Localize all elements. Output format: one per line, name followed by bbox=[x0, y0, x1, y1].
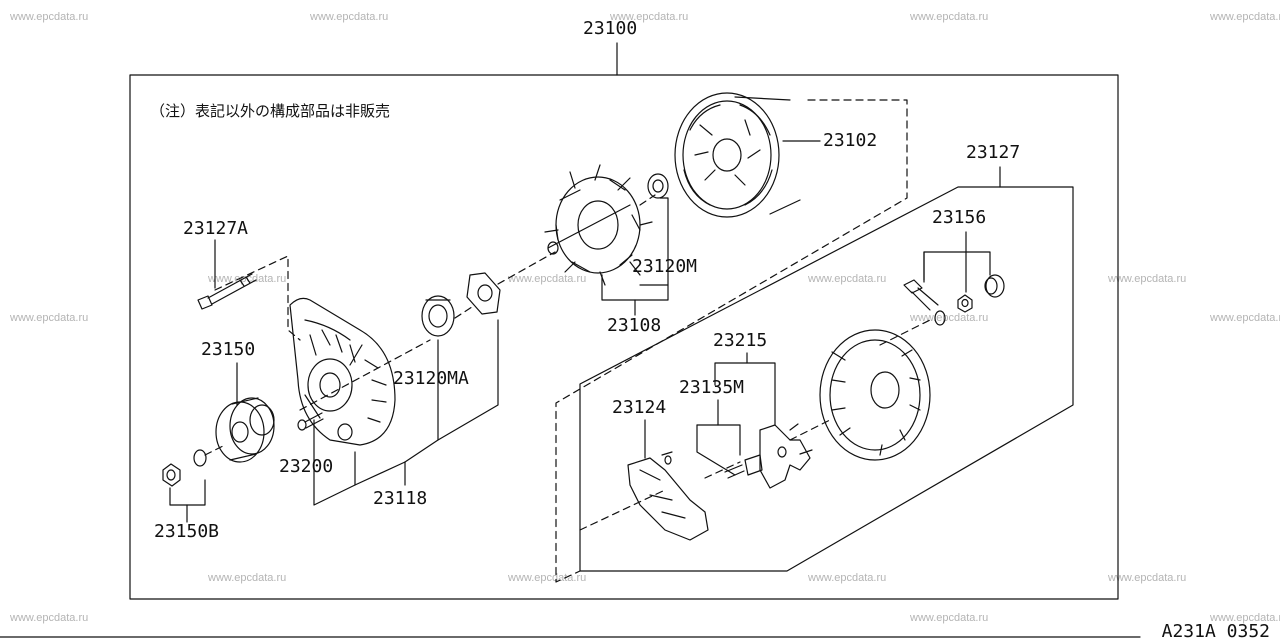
through-bolt bbox=[198, 274, 256, 309]
watermark: www.epcdata.ru bbox=[1108, 273, 1187, 285]
label-23118: 23118 bbox=[373, 488, 428, 509]
watermark: www.epcdata.ru bbox=[10, 312, 89, 324]
label-23120ma: 23120MA bbox=[393, 368, 469, 389]
watermark: www.epcdata.ru bbox=[1210, 612, 1280, 624]
watermark: www.epcdata.ru bbox=[10, 612, 89, 624]
regulator-kit-frame bbox=[580, 187, 1073, 571]
watermark: www.epcdata.ru bbox=[910, 11, 989, 23]
label-23108: 23108 bbox=[607, 315, 662, 336]
rotor-bearing bbox=[648, 174, 668, 198]
watermark: www.epcdata.ru bbox=[910, 312, 989, 324]
rear-cover bbox=[675, 93, 800, 217]
label-23135m: 23135M bbox=[679, 377, 745, 398]
label-23120m: 23120M bbox=[632, 256, 698, 277]
watermark: www.epcdata.ru bbox=[808, 273, 887, 285]
assembly-frame bbox=[130, 75, 1118, 599]
watermark: www.epcdata.ru bbox=[10, 11, 89, 23]
brush-holder bbox=[628, 452, 708, 540]
watermark: www.epcdata.ru bbox=[508, 273, 587, 285]
label-23156: 23156 bbox=[932, 207, 987, 228]
front-housing bbox=[290, 298, 395, 445]
dashed-guides bbox=[205, 100, 930, 582]
pulley bbox=[216, 398, 274, 462]
watermark: www.epcdata.ru bbox=[1108, 572, 1187, 584]
note-text: （注）表記以外の構成部品は非販売 bbox=[150, 102, 391, 120]
rear-housing bbox=[820, 330, 930, 460]
watermark: www.epcdata.ru bbox=[310, 11, 389, 23]
label-23127a: 23127A bbox=[183, 218, 249, 239]
rotor bbox=[545, 165, 652, 285]
watermark: www.epcdata.ru bbox=[208, 572, 287, 584]
screw bbox=[298, 413, 323, 430]
reference-code: A231A 0352 bbox=[1161, 621, 1270, 642]
watermark: www.epcdata.ru bbox=[910, 612, 989, 624]
watermark: www.epcdata.ru bbox=[1210, 11, 1280, 23]
pulley-nut bbox=[163, 450, 206, 486]
label-23124: 23124 bbox=[612, 397, 667, 418]
label-23200: 23200 bbox=[279, 456, 334, 477]
retainer-plate bbox=[467, 273, 500, 314]
label-23127: 23127 bbox=[966, 142, 1021, 163]
terminal-set bbox=[904, 275, 1004, 325]
front-bearing bbox=[422, 296, 454, 336]
label-23102: 23102 bbox=[823, 130, 878, 151]
watermark: www.epcdata.ru bbox=[508, 572, 587, 584]
diode-set bbox=[725, 424, 812, 488]
leader-lines bbox=[170, 141, 990, 522]
label-23215: 23215 bbox=[713, 330, 768, 351]
watermark: www.epcdata.ru bbox=[610, 11, 689, 23]
label-23150: 23150 bbox=[201, 339, 256, 360]
label-23150b: 23150B bbox=[154, 521, 220, 542]
watermark: www.epcdata.ru bbox=[808, 572, 887, 584]
watermark: www.epcdata.ru bbox=[1210, 312, 1280, 324]
label-23100: 23100 bbox=[583, 18, 638, 39]
